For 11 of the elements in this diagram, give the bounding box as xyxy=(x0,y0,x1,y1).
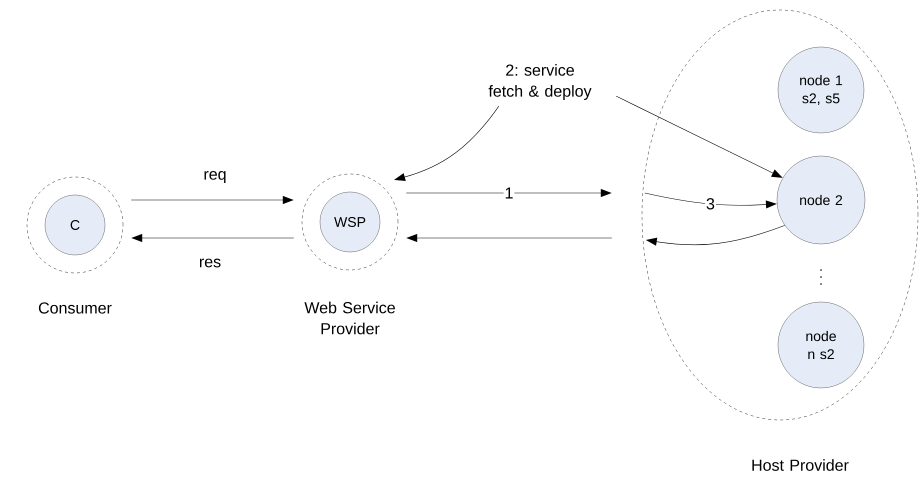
edge-label: req xyxy=(204,171,226,183)
caption-text: Consumer xyxy=(38,302,112,314)
dashed-ellipse xyxy=(642,10,918,420)
caption-text: Host Provider xyxy=(752,459,849,471)
edge-label: res xyxy=(200,258,221,268)
edge-label: 1 xyxy=(504,186,514,200)
edge-label: 3 xyxy=(705,197,716,210)
dashed-circle xyxy=(26,176,124,274)
dashed-circle xyxy=(302,174,398,270)
caption-text: Web Service Provider xyxy=(304,302,395,334)
annotation-text: 2: service fetch & deploy xyxy=(488,64,592,100)
